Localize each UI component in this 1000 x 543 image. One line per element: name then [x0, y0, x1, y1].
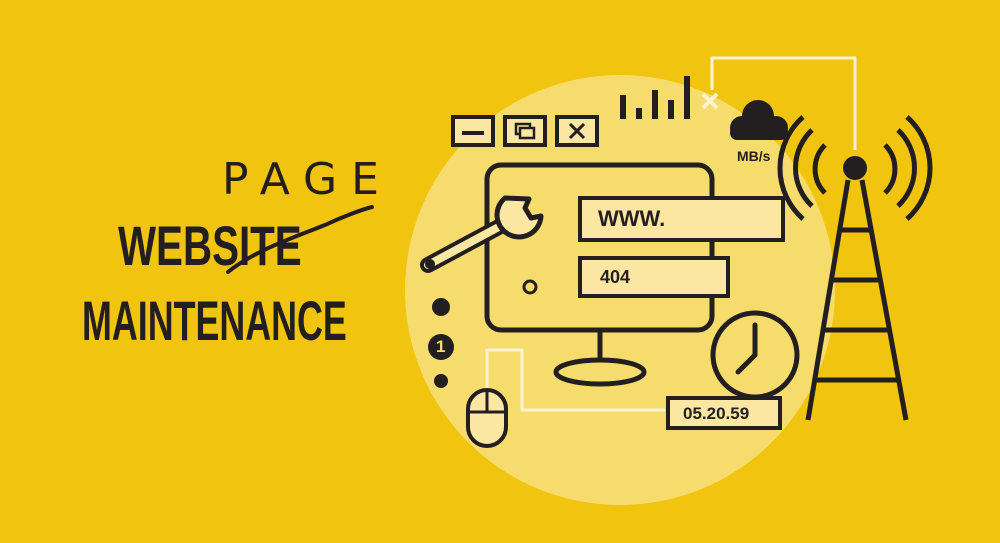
speed-unit-label: MB/s — [737, 148, 771, 164]
headline-website: WEBSITE — [118, 214, 302, 277]
restore-icon — [514, 122, 536, 140]
step-number-badge — [428, 334, 454, 360]
strikethrough-scribble — [226, 205, 374, 274]
error-bar — [578, 256, 730, 298]
disconnect-x-icon — [701, 92, 719, 110]
headline-page-handwritten: PAGE — [222, 154, 393, 205]
connector-line-top — [710, 56, 857, 150]
minimize-icon — [462, 131, 484, 135]
error-code-text: 404 — [600, 267, 631, 287]
url-bar[interactable] — [578, 196, 785, 242]
monitor-power-button — [522, 279, 538, 295]
signal-bars-icon — [620, 76, 690, 119]
dot-indicator-top — [432, 298, 450, 316]
headline-maintenance: MAINTENANCE — [82, 289, 347, 352]
close-icon — [568, 122, 586, 140]
url-text: WWW. — [598, 206, 666, 231]
mouse-icon — [466, 388, 508, 448]
timer-value: 05.20.59 — [683, 404, 750, 423]
radio-tower-icon — [777, 115, 933, 421]
clock-icon — [710, 310, 800, 400]
monitor-screen — [484, 162, 715, 333]
connector-line-bottom — [485, 348, 665, 412]
step-number: 1 — [436, 337, 446, 356]
cloud-icon — [730, 100, 788, 140]
window-controls — [451, 115, 599, 147]
dot-indicator-bottom — [434, 374, 448, 388]
wrench-icon — [420, 195, 544, 273]
close-button[interactable] — [555, 115, 599, 147]
timer-display — [666, 396, 782, 430]
monitor-base — [553, 357, 647, 387]
